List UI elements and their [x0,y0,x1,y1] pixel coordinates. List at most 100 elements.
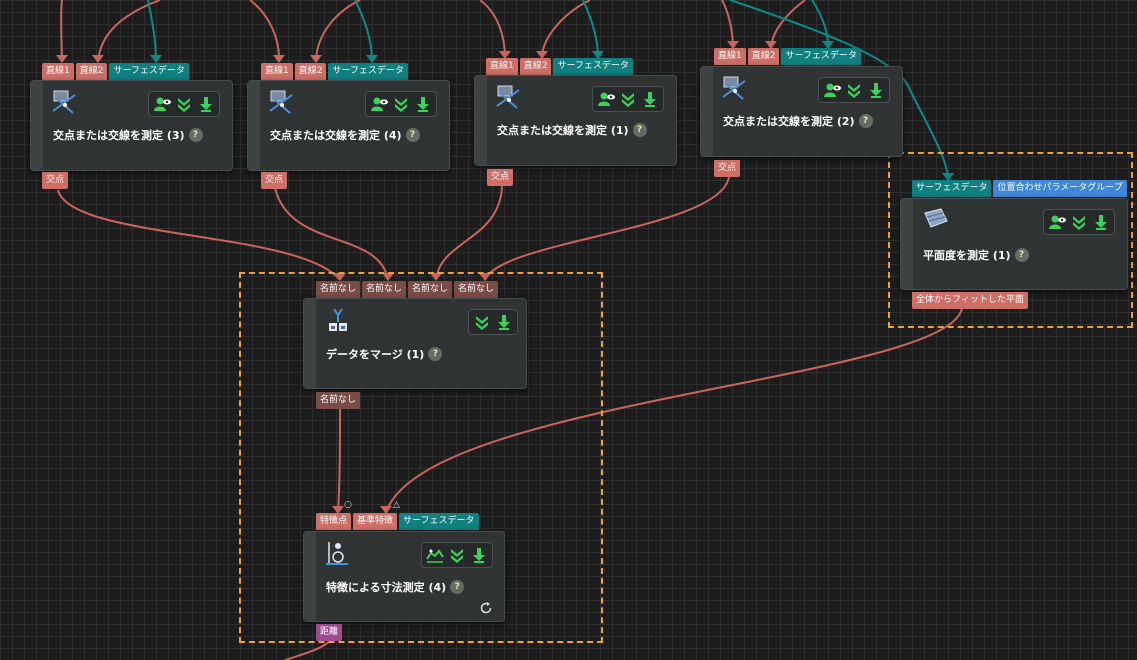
refresh-icon[interactable] [479,601,493,615]
selection-box-merge-dimension [239,272,603,643]
download-arrow-icon[interactable] [495,313,513,331]
node-merge-inputs: 名前なし 名前なし 名前なし 名前なし [316,281,499,298]
input-port-surface-data[interactable]: サーフェスデータ [781,48,861,65]
input-port-line2[interactable]: 直線2 [75,63,108,80]
input-port-surface-data[interactable]: サーフェスデータ [399,513,479,530]
node-title: 特徴による寸法測定 (4) ? [326,579,465,595]
wire [249,0,281,63]
help-icon[interactable]: ? [1014,248,1029,262]
node-merge-outputs: 名前なし [316,392,361,409]
node-n4-inputs: 直線1 直線2 サーフェスデータ [714,48,861,65]
node-n3-outputs: 交点 [487,169,514,186]
output-port-distance[interactable]: 距離 [316,624,343,641]
download-arrow-icon[interactable] [867,81,885,99]
node-title: 交点または交線を測定 (1) ? [497,122,647,138]
help-icon[interactable]: ? [188,128,203,142]
port-marker-triangle: △ [393,500,400,510]
preview-eye-icon[interactable] [153,95,171,113]
intersection-icon [722,76,746,100]
download-arrow-icon[interactable] [1092,213,1110,231]
wire [60,0,63,63]
wire [147,0,157,63]
help-icon[interactable]: ? [632,123,647,137]
wire [541,0,591,59]
wire [385,307,963,514]
node-controls [592,86,664,112]
help-icon[interactable]: ? [405,128,420,142]
input-port-alignment-params[interactable]: 位置合わせパラメータグループ [993,180,1127,197]
collapse-chevron-icon[interactable] [448,546,466,564]
node-controls [468,309,518,335]
node-merge-data[interactable]: データをマージ (1) ? [303,298,527,389]
plane-flatness-icon [924,208,948,228]
output-port-intersection[interactable]: 交点 [487,169,514,186]
input-port-line1[interactable]: 直線1 [486,58,518,75]
wire [315,0,361,63]
wire [721,0,734,49]
output-port-unnamed[interactable]: 名前なし [316,392,361,409]
download-arrow-icon[interactable] [197,95,215,113]
input-port-line1[interactable]: 直線1 [261,63,293,80]
preview-mesh-icon[interactable] [426,546,444,564]
node-controls [1043,209,1115,235]
node-intersection-2[interactable]: 交点または交線を測定 (2) ? [700,66,903,157]
node-n3-inputs: 直線1 直線2 サーフェスデータ [486,58,633,75]
intersection-icon [52,90,76,114]
collapse-chevron-icon[interactable] [845,81,863,99]
input-port-surface-data[interactable]: サーフェスデータ [912,180,992,197]
node-n1-inputs: 直線1 直線2 サーフェスデータ [42,63,189,80]
collapse-chevron-icon[interactable] [1070,213,1088,231]
input-port-line2[interactable]: 直線2 [519,58,552,75]
input-port-surface-data[interactable]: サーフェスデータ [109,63,189,80]
input-port-unnamed-1[interactable]: 名前なし [316,281,361,298]
input-port-surface-data[interactable]: サーフェスデータ [328,63,408,80]
node-intersection-4[interactable]: 交点または交線を測定 (4) ? [247,80,450,171]
node-n4-outputs: 交点 [714,160,741,177]
node-title: 平面度を測定 (1) ? [923,247,1029,263]
node-title: 交点または交線を測定 (2) ? [723,113,873,129]
download-arrow-icon[interactable] [414,95,432,113]
collapse-chevron-icon[interactable] [473,313,491,331]
output-port-intersection[interactable]: 交点 [42,172,69,189]
input-port-line2[interactable]: 直線2 [747,48,780,65]
preview-eye-icon[interactable] [597,90,615,108]
node-flatness[interactable]: 平面度を測定 (1) ? [900,198,1128,290]
output-port-intersection[interactable]: 交点 [261,172,288,189]
node-dimension-measure[interactable]: 特徴による寸法測定 (4) ? [303,531,505,622]
node-controls [421,542,493,568]
node-flat-inputs: サーフェスデータ 位置合わせパラメータグループ [912,180,1127,197]
wire [284,640,331,660]
input-port-unnamed-2[interactable]: 名前なし [362,281,407,298]
input-port-feature-point[interactable]: 特徴点 [316,513,352,530]
download-arrow-icon[interactable] [470,546,488,564]
output-port-intersection[interactable]: 交点 [714,160,741,177]
collapse-chevron-icon[interactable] [619,90,637,108]
input-port-line1[interactable]: 直線1 [42,63,74,80]
help-icon[interactable]: ? [858,114,873,128]
input-port-unnamed-4[interactable]: 名前なし [454,281,499,298]
help-icon[interactable]: ? [428,347,443,361]
selection-box-flatness [888,152,1133,328]
input-port-line1[interactable]: 直線1 [714,48,746,65]
wire [811,0,829,49]
output-port-fitted-plane[interactable]: 全体からフィットした平面 [912,292,1028,309]
input-port-surface-data[interactable]: サーフェスデータ [553,58,633,75]
node-intersection-3[interactable]: 交点または交線を測定 (3) ? [30,80,233,171]
input-port-reference-feature[interactable]: 基準特徴 [353,513,398,530]
preview-eye-icon[interactable] [370,95,388,113]
wire [435,185,503,281]
node-n1-outputs: 交点 [42,172,69,189]
download-arrow-icon[interactable] [641,90,659,108]
wire [479,0,506,59]
collapse-chevron-icon[interactable] [175,95,193,113]
preview-eye-icon[interactable] [1048,213,1066,231]
input-port-line2[interactable]: 直線2 [294,63,327,80]
wire [57,189,341,281]
wire [582,0,599,59]
collapse-chevron-icon[interactable] [392,95,410,113]
node-dim-outputs: 距離 [316,624,343,641]
input-port-unnamed-3[interactable]: 名前なし [408,281,453,298]
preview-eye-icon[interactable] [823,81,841,99]
node-intersection-1[interactable]: 交点または交線を測定 (1) ? [474,75,677,166]
help-icon[interactable]: ? [450,580,465,594]
